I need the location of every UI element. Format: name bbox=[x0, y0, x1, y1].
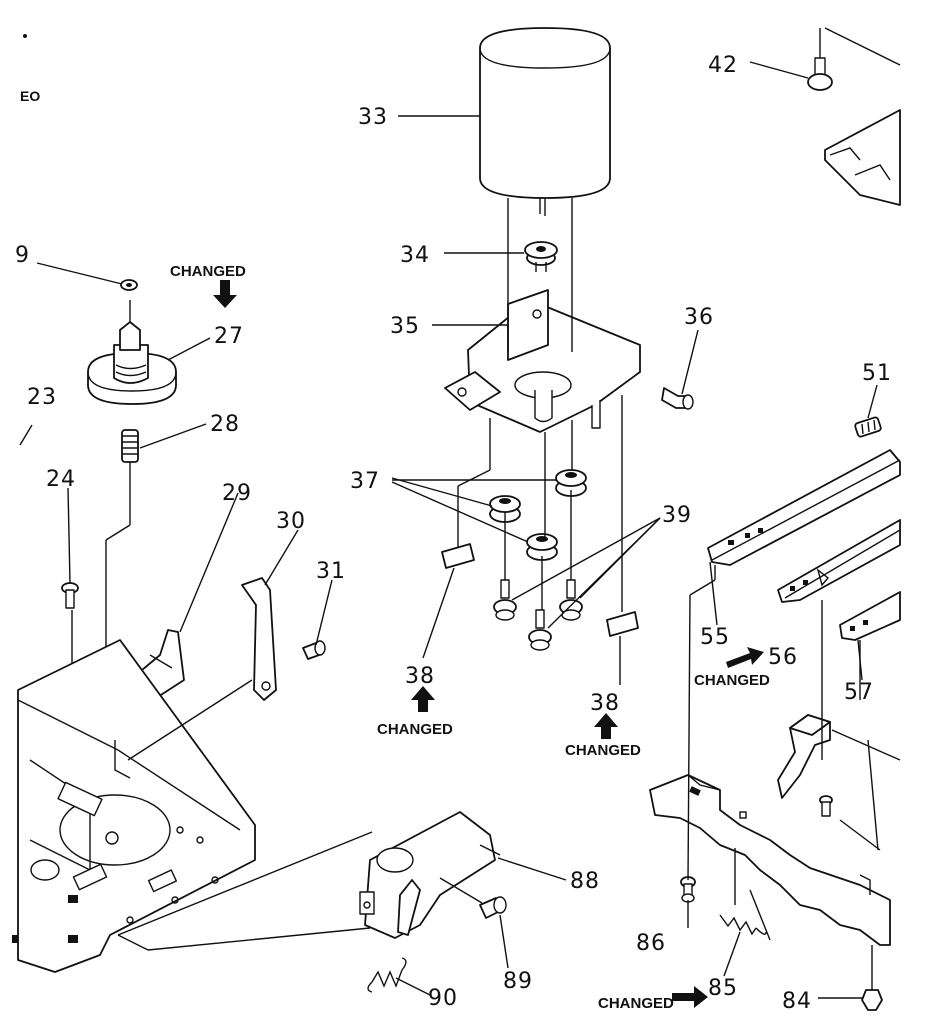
changed-label-85: CHANGED bbox=[598, 995, 674, 1012]
assembly-line bbox=[147, 927, 371, 951]
changed-label-38-right: CHANGED bbox=[565, 742, 641, 759]
leader-lines bbox=[36, 61, 878, 999]
callout-24: 24 bbox=[46, 467, 76, 492]
callout-84: 84 bbox=[782, 989, 812, 1014]
part-30-arm bbox=[241, 577, 277, 701]
arrow-right-56 bbox=[726, 647, 764, 668]
callout-85: 85 bbox=[708, 976, 738, 1001]
part-51-spring bbox=[854, 416, 882, 438]
dot-mark bbox=[23, 34, 27, 38]
part-57-slider bbox=[839, 591, 901, 641]
callout-30: 30 bbox=[276, 509, 306, 534]
callout-37: 37 bbox=[350, 469, 380, 494]
changed-label-56: CHANGED bbox=[694, 672, 770, 689]
callout-39: 39 bbox=[662, 503, 692, 528]
callout-56: 56 bbox=[768, 645, 798, 670]
part-56-slider bbox=[777, 519, 901, 603]
leader-23 bbox=[19, 424, 33, 446]
assembly-line bbox=[117, 831, 373, 936]
part-88-holder bbox=[359, 811, 501, 939]
mid-right-screw bbox=[819, 795, 833, 817]
arrow-up-38a bbox=[411, 686, 435, 712]
callout-42: 42 bbox=[708, 53, 738, 78]
right-top-bracket bbox=[824, 27, 901, 206]
arrow-down-27 bbox=[213, 280, 237, 308]
right-assembly-lines bbox=[687, 565, 901, 941]
assembly-line bbox=[105, 524, 131, 541]
part-39-screws bbox=[493, 579, 583, 651]
part-33-motor bbox=[479, 27, 611, 216]
part-34-pulley bbox=[524, 241, 558, 272]
assembly-line bbox=[439, 877, 483, 904]
callout-27: 27 bbox=[214, 324, 244, 349]
callout-38-left: 38 bbox=[405, 664, 435, 689]
callout-33: 33 bbox=[358, 105, 388, 130]
part-38-pads bbox=[441, 543, 639, 637]
callout-34: 34 bbox=[400, 243, 430, 268]
callout-9: 9 bbox=[15, 243, 30, 268]
arrow-up-38b bbox=[594, 713, 618, 739]
callout-89: 89 bbox=[503, 969, 533, 994]
callout-38-right: 38 bbox=[590, 691, 620, 716]
callout-23: 23 bbox=[27, 385, 57, 410]
callout-57: 57 bbox=[844, 680, 874, 705]
callout-31: 31 bbox=[316, 559, 346, 584]
part-85-spring bbox=[719, 914, 767, 936]
part-86-screw bbox=[680, 876, 696, 903]
callout-90: 90 bbox=[428, 986, 458, 1011]
callout-51: 51 bbox=[862, 361, 892, 386]
arrow-right-85 bbox=[672, 986, 708, 1008]
part-36-screw bbox=[661, 387, 694, 410]
assembly-line bbox=[117, 934, 149, 951]
part-89-screw bbox=[479, 896, 507, 919]
callout-88: 88 bbox=[570, 869, 600, 894]
part-27-reel-table bbox=[87, 321, 177, 405]
part-90-spring bbox=[367, 957, 407, 993]
part-35-motor-bracket bbox=[444, 289, 641, 433]
part-28-spring bbox=[121, 429, 139, 463]
chassis-plate bbox=[12, 639, 256, 973]
changed-arrows bbox=[213, 280, 764, 1008]
callout-28: 28 bbox=[210, 412, 240, 437]
right-base-plate bbox=[649, 774, 891, 946]
callout-35: 35 bbox=[390, 314, 420, 339]
callout-29: 29 bbox=[222, 481, 252, 506]
part-84-screw bbox=[861, 945, 883, 1011]
callout-86: 86 bbox=[636, 931, 666, 956]
part-55-slider bbox=[707, 449, 901, 566]
part-31-screw bbox=[302, 640, 326, 660]
changed-label-27: CHANGED bbox=[170, 263, 246, 280]
changed-label-38-left: CHANGED bbox=[377, 721, 453, 738]
assembly-line bbox=[127, 679, 253, 761]
part-42-screw bbox=[807, 28, 833, 91]
callout-36: 36 bbox=[684, 305, 714, 330]
right-lever-bracket bbox=[777, 714, 831, 799]
top-left-fragment: EO bbox=[20, 88, 40, 104]
part-9-washer bbox=[120, 279, 138, 291]
callout-55: 55 bbox=[700, 625, 730, 650]
